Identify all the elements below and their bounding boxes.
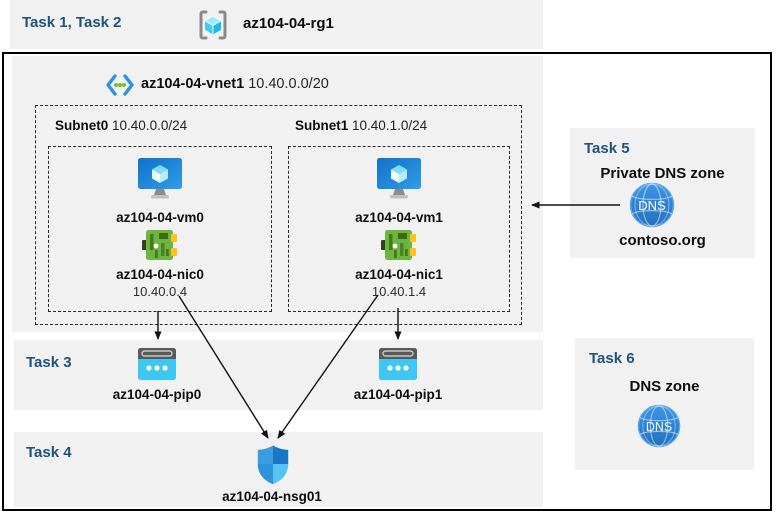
nsg-label: az104-04-nsg01: [222, 489, 322, 504]
dns-icon-text: DNS: [638, 198, 666, 213]
subnet1-box: az104-04-vm1 az104-04-nic1 10.40.1.4: [288, 146, 510, 312]
nic1-ip: 10.40.1.4: [371, 284, 427, 299]
subnet1-cidr: 10.40.1.0/24: [352, 118, 428, 133]
vm0-icon: [137, 157, 183, 201]
pip1-label: az104-04-pip1: [353, 387, 443, 402]
task4-label: Task 4: [26, 444, 72, 461]
task5-label: Task 5: [584, 140, 630, 157]
private-dns-zone-title: Private DNS zone: [600, 165, 725, 182]
nic0-label: az104-04-nic0: [116, 267, 204, 282]
private-dns-zone-icon: DNS: [629, 182, 675, 228]
vm1-icon: [376, 157, 422, 201]
private-dns-zone-name: contoso.org: [619, 232, 706, 249]
subnet0-name: Subnet0: [55, 118, 109, 133]
vm0-label: az104-04-vm0: [116, 210, 204, 225]
dns-zone-title: DNS zone: [629, 378, 700, 395]
task-1-2-label: Task 1, Task 2: [22, 14, 122, 31]
nic1-icon: [381, 229, 417, 261]
vnet-title: az104-04-vnet1 10.40.0.0/20: [141, 76, 329, 92]
pip0-group: az104-04-pip0: [77, 348, 237, 402]
subnet0-title: Subnet0 10.40.0.0/24: [55, 118, 187, 133]
vnet-cidr: 10.40.0.0/20: [248, 76, 329, 92]
subnet1-name: Subnet1: [295, 118, 349, 133]
nic0-ip: 10.40.0.4: [132, 284, 188, 299]
vm1-label: az104-04-vm1: [355, 210, 443, 225]
nsg-shield-icon: [255, 444, 291, 486]
dns-zone-icon: DNS: [637, 404, 681, 448]
pip0-label: az104-04-pip0: [112, 387, 202, 402]
nic1-label: az104-04-nic1: [355, 267, 443, 282]
task5-box: Task 5 Private DNS zone DNS contoso.org: [570, 128, 755, 258]
pip1-group: az104-04-pip1: [318, 348, 478, 402]
task6-label: Task 6: [589, 350, 635, 367]
dns-icon-text: DNS: [646, 420, 672, 434]
pip1-icon: [379, 348, 417, 380]
task3-band: Task 3 az104-04-pip0: [14, 340, 543, 410]
subnet1-title: Subnet1 10.40.1.0/24: [295, 118, 427, 133]
virtual-network-icon: [105, 72, 135, 98]
subnet0-cidr: 10.40.0.0/24: [112, 118, 188, 133]
resource-group-name: az104-04-rg1: [243, 15, 334, 32]
resource-group-icon: [196, 8, 230, 42]
pip0-icon: [138, 348, 176, 380]
task6-box: Task 6 DNS zone DNS: [575, 338, 754, 470]
subnet0-box: az104-04-vm0 az104-04-nic0 10.40.0.4: [48, 146, 272, 312]
resource-group-band: Task 1, Task 2 az104-04-rg1: [10, 0, 543, 49]
vnet-area: az104-04-vnet1 10.40.0.0/20 Subnet0 10.4…: [12, 56, 543, 332]
nic0-icon: [142, 229, 178, 261]
vnet-name: az104-04-vnet1: [141, 76, 245, 92]
task3-label: Task 3: [26, 354, 72, 371]
diagram-outer-frame: [2, 52, 772, 511]
task4-band: Task 4 az104-04-nsg01: [14, 432, 543, 507]
